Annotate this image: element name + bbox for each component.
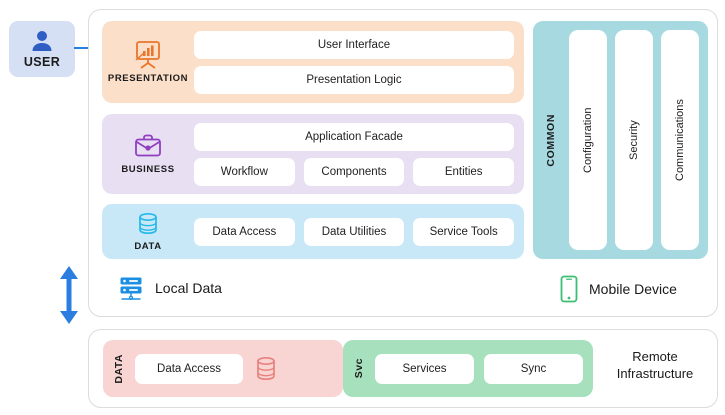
card-sync[interactable]: Sync [484,353,583,384]
local-data-label: Local Data [155,280,222,296]
data-row-1: Data Access Data Utilities Service Tools [194,217,515,246]
data-layer-body: Data Access Data Utilities Service Tools [194,217,524,246]
card-remote-data-access[interactable]: Data Access [135,353,243,384]
presentation-row-2: Presentation Logic [194,65,514,94]
data-layer: DATA Data Access Data Utilities Service … [102,204,524,259]
remote-infrastructure-title: Remote Infrastructure [600,348,710,382]
card-user-interface[interactable]: User Interface [194,30,514,59]
user-actor-block: USER [9,21,75,77]
common-column-security[interactable]: Security [615,30,653,250]
user-label: USER [23,55,61,69]
card-workflow[interactable]: Workflow [194,157,295,186]
remote-service-block: Svc Services Sync [343,340,593,397]
card-services[interactable]: Services [375,353,474,384]
remote-infrastructure-title-line1: Remote [632,349,678,364]
mobile-phone-icon [560,275,578,303]
business-layer-label: BUSINESS [121,164,175,175]
business-layer-body: Application Facade Workflow Components E… [194,122,524,186]
presentation-board-icon [132,40,164,70]
presentation-layer: PRESENTATION User Interface Presentation… [102,21,524,103]
database-icon [135,212,161,238]
business-row-1: Application Facade [194,122,514,151]
arrow-up-down-icon [54,266,84,324]
user-icon [29,29,55,53]
card-presentation-logic[interactable]: Presentation Logic [194,65,514,94]
common-columns: Configuration Security Communications [569,30,699,250]
data-layer-label: DATA [134,240,162,252]
remote-service-label: Svc [353,358,365,379]
common-layer-label: COMMON [545,113,557,167]
remote-data-label: DATA [113,353,125,384]
presentation-layer-header: PRESENTATION [102,40,194,84]
card-application-facade[interactable]: Application Facade [194,122,514,151]
briefcase-icon [132,133,164,161]
server-icon [118,275,144,301]
business-row-2: Workflow Components Entities [194,157,515,186]
mobile-device-item: Mobile Device [560,275,677,303]
business-layer-header: BUSINESS [102,133,194,175]
common-column-configuration[interactable]: Configuration [569,30,607,250]
presentation-layer-body: User Interface Presentation Logic [194,30,524,94]
common-layer: COMMON Configuration Security Communicat… [533,21,708,259]
presentation-row-1: User Interface [194,30,514,59]
mobile-device-label: Mobile Device [589,281,677,297]
business-layer: BUSINESS Application Facade Workflow Com… [102,114,524,194]
card-service-tools[interactable]: Service Tools [413,217,515,246]
card-data-access[interactable]: Data Access [194,217,295,246]
remote-data-block: DATA Data Access [103,340,343,397]
database-cylinder-icon [253,355,279,383]
card-entities[interactable]: Entities [413,157,515,186]
presentation-layer-label: PRESENTATION [107,73,189,84]
card-components[interactable]: Components [303,157,405,186]
remote-infrastructure-title-line2: Infrastructure [616,366,694,381]
common-column-communications[interactable]: Communications [661,30,699,250]
card-data-utilities[interactable]: Data Utilities [303,217,405,246]
local-data-item: Local Data [118,275,222,301]
data-layer-header: DATA [102,212,194,252]
